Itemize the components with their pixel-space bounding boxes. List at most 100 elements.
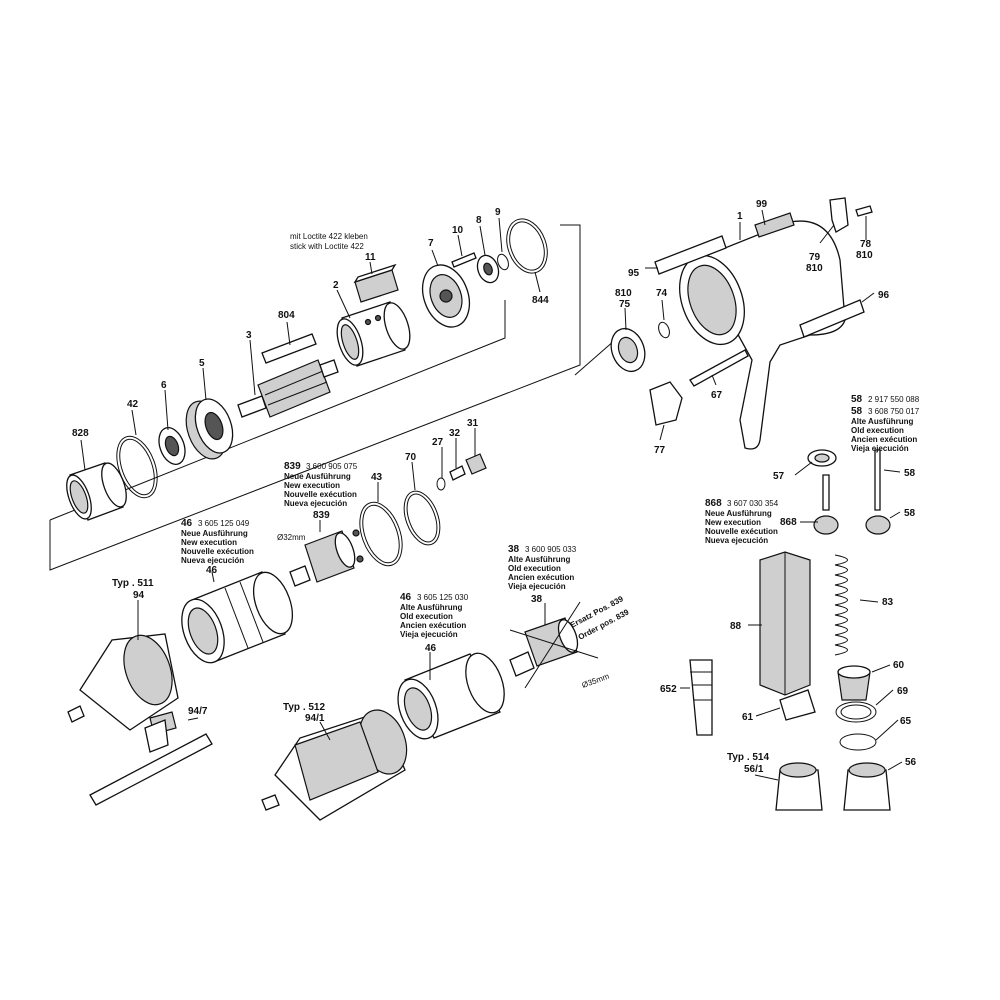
block-868-code: 3 607 030 354 [727, 499, 779, 508]
callout-11: 11 [365, 252, 376, 263]
block-38-l3: Ancien exécution [508, 573, 574, 582]
block-58-l4: Vieja ejecución [851, 444, 909, 453]
block-839-l3: Nouvelle exécution [284, 490, 357, 499]
callout-77: 77 [654, 445, 666, 456]
callout-7: 7 [428, 238, 434, 249]
block-46-old-code: 3 605 125 030 [417, 593, 469, 602]
callout-844: 844 [532, 295, 549, 306]
callout-88: 88 [730, 621, 742, 632]
block-46-old-l2: Old execution [400, 612, 453, 621]
block-58-l1: Alte Ausführung [851, 417, 913, 426]
callout-1: 1 [737, 211, 743, 222]
block-839-l4: Nueva ejecución [284, 499, 347, 508]
callout-94: 94 [133, 590, 145, 601]
part-810-75-reverse-ring [610, 327, 646, 373]
note-loctite-en: stick with Loctite 422 [290, 242, 364, 251]
block-58-num1: 58 [851, 394, 863, 405]
block-46-old: 46 3 605 125 030 Alte Ausführung Old exe… [400, 592, 469, 639]
note-typ-514: Typ . 514 [727, 752, 769, 763]
callout-828: 828 [72, 428, 89, 439]
callout-83: 83 [882, 597, 894, 608]
block-839-l1: Neue Ausführung [284, 472, 351, 481]
block-46-new-l1: Neue Ausführung [181, 529, 248, 538]
cross-out-line-2 [524, 601, 581, 689]
callout-58-b: 58 [904, 508, 916, 519]
block-46-old-l4: Vieja ejecución [400, 630, 458, 639]
block-868-num: 868 [705, 498, 722, 509]
callout-2: 2 [333, 280, 339, 291]
block-839-code: 3 600 905 075 [306, 462, 358, 471]
callout-58: 58 [904, 468, 916, 479]
block-38-num: 38 [508, 544, 520, 555]
callout-79: 79 [809, 252, 821, 263]
part-7-bearing-plate [421, 264, 471, 328]
callout-65: 65 [900, 716, 912, 727]
callout-95: 95 [628, 268, 640, 279]
callout-74: 74 [656, 288, 668, 299]
block-58-num2: 58 [851, 406, 863, 417]
part-10-pin [451, 252, 477, 268]
block-46-new-l3: Nouvelle exécution [181, 547, 254, 556]
part-77-trigger [649, 381, 683, 426]
note-typ-511: Typ . 511 [112, 578, 154, 589]
callout-57: 57 [773, 471, 785, 482]
note-d35: Ø35mm [581, 672, 611, 690]
callout-56-1: 56/1 [744, 764, 764, 775]
part-828-sleeve [66, 462, 127, 521]
part-67-pin [689, 349, 749, 387]
callout-32: 32 [449, 428, 461, 439]
callout-69: 69 [897, 686, 909, 697]
block-58-old: 58 2 917 550 088 58 3 608 750 017 Alte A… [851, 394, 920, 453]
block-46-old-l3: Ancien exécution [400, 621, 466, 630]
part-8-bearing [476, 254, 500, 284]
part-32-spring [449, 465, 466, 481]
block-38-l2: Old execution [508, 564, 561, 573]
block-839-num: 839 [284, 461, 301, 472]
callout-labels: 828 42 6 5 3 804 2 11 7 10 8 9 844 27 32… [72, 199, 917, 775]
block-38-l4: Vieja ejecución [508, 582, 566, 591]
callout-38: 38 [531, 594, 543, 605]
callout-42: 42 [127, 399, 139, 410]
callout-839: 839 [313, 510, 330, 521]
part-78-screw [855, 205, 873, 217]
callout-43: 43 [371, 472, 383, 483]
part-5-gear-carrier [185, 398, 234, 460]
callout-46-old: 46 [425, 643, 437, 654]
part-58-valve-old [865, 449, 891, 535]
part-27-washer [436, 477, 446, 491]
part-74-o-ring [658, 321, 670, 339]
callout-804: 804 [278, 310, 295, 321]
block-868-l4: Nueva ejecución [705, 536, 768, 545]
part-94-keyed-chuck [67, 633, 179, 735]
block-38-code: 3 600 905 033 [525, 545, 577, 554]
cross-out-line-1 [509, 629, 599, 659]
part-31-screw [465, 453, 487, 475]
part-57-ring [807, 449, 837, 467]
part-868-valve-new [813, 474, 839, 535]
note-typ-512: Typ . 512 [283, 702, 325, 713]
part-61-block [779, 689, 816, 721]
part-56-plug [843, 762, 891, 811]
part-60-filter-cup [837, 665, 871, 701]
block-868-l1: Neue Ausführung [705, 509, 772, 518]
part-88-filter [759, 551, 811, 696]
block-38-old: 38 3 600 905 033 Alte Ausführung Old exe… [508, 544, 577, 591]
part-839-spindle-unit [289, 529, 364, 587]
callout-67: 67 [711, 390, 723, 401]
callout-6: 6 [161, 380, 167, 391]
part-11-felt-block [353, 263, 399, 303]
callout-868: 868 [780, 517, 797, 528]
part-9-ring [497, 253, 509, 271]
callout-810-right: 810 [856, 250, 873, 261]
callout-56: 56 [905, 757, 917, 768]
block-58-l3: Ancien exécution [851, 435, 917, 444]
part-83-spring [834, 554, 848, 656]
block-46-old-l1: Alte Ausführung [400, 603, 462, 612]
block-868-new: 868 3 607 030 354 Neue Ausführung New ex… [705, 498, 779, 545]
block-839-new: 839 3 600 905 075 Neue Ausführung New ex… [284, 461, 358, 508]
part-804-plate [261, 333, 317, 364]
callout-99: 99 [756, 199, 768, 210]
callout-810-top: 810 [806, 263, 823, 274]
